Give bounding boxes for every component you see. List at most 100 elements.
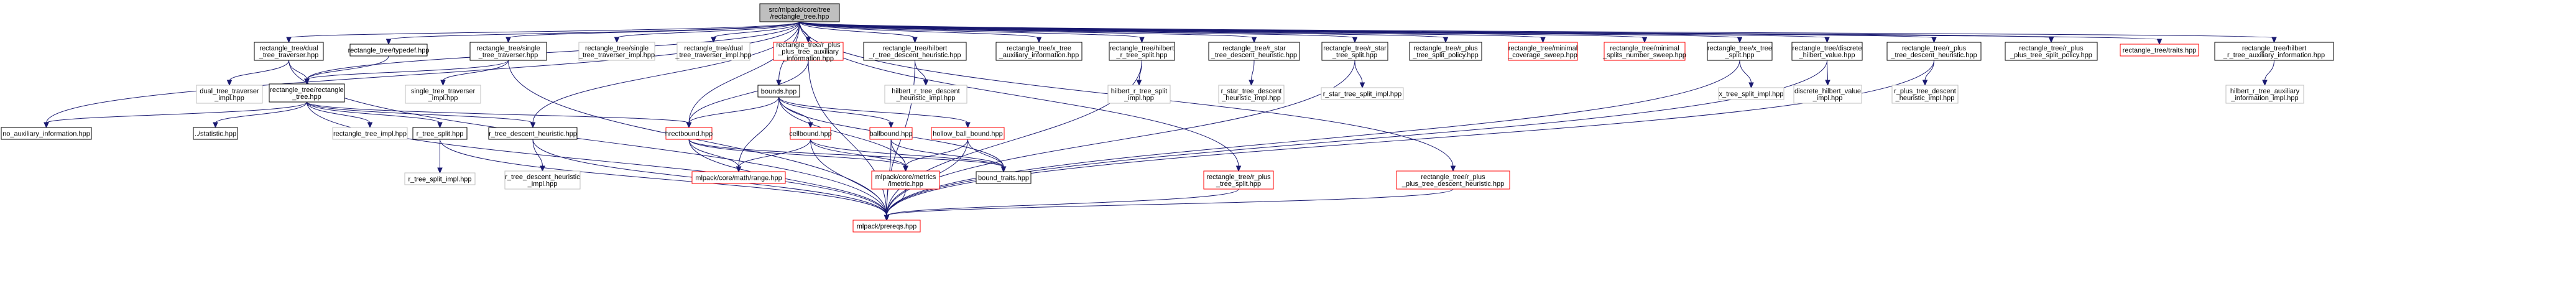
node-box [1791, 42, 1863, 61]
edge-dhv-to-dhvi [1827, 60, 1828, 81]
node-rptsp[interactable]: rectangle_tree/r_plus_tree_split_policy.… [1409, 42, 1482, 61]
node-hrect[interactable]: hrectbound.hpp [665, 127, 713, 140]
node-stt[interactable]: rectangle_tree/single_tree_traverser.hpp [469, 42, 547, 61]
node-dtti_top[interactable]: rectangle_tree/dual_tree_traverser_impl.… [675, 42, 752, 61]
node-mcs[interactable]: rectangle_tree/minimal_coverage_sweep.hp… [1508, 42, 1578, 61]
edge-dtt-to-dtti [229, 60, 289, 81]
node-rstdh[interactable]: rectangle_tree/r_star_tree_descent_heuri… [1208, 42, 1300, 61]
node-prereqs[interactable]: mlpack/prereqs.hpp [852, 220, 921, 233]
node-box [1203, 170, 1274, 190]
node-box [676, 42, 750, 61]
edge-root-to-hrect [688, 21, 800, 124]
arrowhead-rstdh-to-rstdhi [1249, 80, 1254, 86]
edge-root-to-rptsp [799, 21, 1446, 39]
edge-bounds-to-ball [778, 96, 892, 124]
node-label: no_auxiliary_information.hpp [2, 131, 90, 138]
node-label: _heuristic_impl.hpp [896, 95, 956, 102]
node-label: _tree_traverser_impl.hpp [675, 52, 751, 59]
arrowhead-rt-to-stat [213, 122, 218, 129]
node-rstsi[interactable]: r_star_tree_split_impl.hpp [1321, 87, 1404, 100]
arrowhead-cell-to-range [736, 166, 742, 173]
node-label: _impl.hpp [1812, 95, 1843, 102]
node-box [405, 85, 481, 104]
node-label: _heuristic_impl.hpp [1895, 95, 1955, 102]
arrowhead-rtdh-to-rtdhi [540, 165, 545, 172]
node-label: _plus_tree_split_policy.hpp [2010, 52, 2092, 59]
node-dhvi[interactable]: discrete_hilbert_value_impl.hpp [1793, 85, 1862, 104]
node-hrtaii[interactable]: hilbert_r_tree_auxiliary_information_imp… [2225, 85, 2304, 104]
node-label: dual_tree_traverser [200, 88, 259, 95]
node-label: mlpack/core/math/range.hpp [695, 175, 782, 182]
node-msns[interactable]: rectangle_tree/minimal_splits_number_swe… [1602, 42, 1686, 61]
edge-hollow-to-lmetric [905, 139, 968, 167]
node-xts[interactable]: rectangle_tree/x_tree_split.hpp [1707, 42, 1773, 61]
edge-root-to-dtt [289, 21, 800, 39]
node-xtsi[interactable]: x_tree_split_impl.hpp [1718, 87, 1784, 100]
node-stti[interactable]: single_tree_traverser_impl.hpp [405, 85, 481, 104]
edge-bounds-to-hollow [778, 96, 968, 124]
edge-typedef-to-rt [307, 55, 389, 80]
arrowhead-bounds-to-cell [808, 122, 813, 129]
node-rti[interactable]: rectangle_tree_impl.hpp [332, 127, 408, 140]
node-label: _plus_tree_auxiliary [777, 49, 839, 56]
node-label: /rectangle_tree.hpp [770, 13, 829, 21]
node-label: r_tree_descent_heuristic.hpp [489, 131, 577, 138]
node-rtdhi[interactable]: r_tree_descent_heuristic_impl.hpp [504, 170, 581, 190]
node-stti_top[interactable]: rectangle_tree/single_tree_traverser_imp… [578, 42, 655, 61]
node-rptdhi[interactable]: r_plus_tree_descent_heuristic_impl.hpp [1891, 85, 1959, 104]
node-box [1707, 42, 1773, 61]
node-bounds[interactable]: bounds.hpp [757, 85, 800, 98]
node-hrts[interactable]: rectangle_tree/hilbert_r_tree_split.hpp [1109, 42, 1175, 61]
node-label: rectangle_tree/typedef.hpp [348, 47, 430, 55]
node-nai[interactable]: no_auxiliary_information.hpp [1, 127, 92, 140]
node-box [1409, 42, 1482, 61]
node-rsts[interactable]: rectangle_tree/r_star_tree_split.hpp [1321, 42, 1388, 61]
node-label: r_plus_tree_descent [1894, 88, 1956, 95]
node-rtdh[interactable]: r_tree_descent_heuristic.hpp [488, 127, 578, 140]
node-label: r_tree_split.hpp [417, 131, 464, 138]
node-btraits[interactable]: bound_traits.hpp [976, 171, 1032, 184]
node-cell[interactable]: cellbound.hpp [789, 127, 832, 140]
node-rstdhi[interactable]: r_star_tree_descent_heuristic_impl.hpp [1218, 85, 1285, 104]
arrowhead-root-to-msns [1641, 37, 1648, 44]
node-label: rectangle_tree/r_plus [2019, 45, 2084, 52]
edge-hrect-to-lmetric [688, 139, 906, 167]
node-label: _tree_traverser.hpp [259, 52, 318, 59]
node-typedef[interactable]: rectangle_tree/typedef.hpp [348, 44, 430, 57]
node-hrtai[interactable]: rectangle_tree/hilbert_r_tree_auxiliary_… [2214, 42, 2334, 61]
node-lmetric[interactable]: mlpack/core/metrics/lmetric.hpp [871, 170, 940, 190]
node-ball[interactable]: ballbound.hpp [869, 127, 913, 140]
node-hrtsi[interactable]: hilbert_r_tree_split_impl.hpp [1107, 85, 1171, 104]
node-rts[interactable]: r_tree_split.hpp [412, 127, 468, 140]
node-rtsi[interactable]: r_tree_split_impl.hpp [404, 172, 476, 185]
node-rpptsp[interactable]: rectangle_tree/r_plus_plus_tree_split_po… [2005, 42, 2098, 61]
node-rppai[interactable]: rectangle_tree/r_plus_plus_tree_auxiliar… [773, 42, 844, 63]
node-dhv[interactable]: rectangle_tree/discrete_hilbert_value.hp… [1791, 42, 1863, 61]
edge-cell-to-range [738, 139, 811, 168]
node-hrtdh[interactable]: rectangle_tree/hilbert_r_tree_descent_he… [863, 42, 967, 61]
node-rptdh[interactable]: rectangle_tree/r_plus_tree_descent_heuri… [1886, 42, 1982, 61]
node-hollow[interactable]: hollow_ball_bound.hpp [931, 127, 1005, 140]
node-rpts[interactable]: rectangle_tree/r_plus_tree_split.hpp [1203, 170, 1274, 190]
node-traits[interactable]: rectangle_tree/traits.hpp [2120, 44, 2199, 57]
arrowhead-root-to-traits [2156, 39, 2163, 45]
node-box [2214, 42, 2334, 61]
arrowhead-bounds-to-hrect [686, 122, 692, 129]
node-box [884, 85, 967, 104]
edge-rptdh-to-prereqs [886, 60, 1934, 216]
node-dtti[interactable]: dual_tree_traverser_impl.hpp [196, 85, 263, 104]
node-xtai[interactable]: rectangle_tree/x_tree_auxiliary_informat… [995, 42, 1083, 61]
node-stat[interactable]: ../statistic.hpp [193, 127, 238, 140]
node-box [412, 127, 468, 140]
node-range[interactable]: mlpack/core/math/range.hpp [691, 171, 786, 184]
node-label: rectangle_tree/x_tree [1707, 45, 1772, 52]
arrowhead-root-to-rpts [1235, 165, 1242, 172]
node-box [193, 127, 238, 140]
arrowhead-root-to-rstdh [1251, 37, 1257, 44]
node-rt[interactable]: rectangle_tree/rectangle_tree.hpp [269, 83, 345, 103]
node-dtt[interactable]: rectangle_tree/dual_tree_traverser.hpp [254, 42, 324, 61]
node-hrtdhi[interactable]: hilbert_r_tree_descent_heuristic_impl.hp… [884, 85, 967, 104]
node-rpptdh[interactable]: rectangle_tree/r_plus_plus_tree_descent_… [1396, 170, 1510, 190]
node-box [691, 171, 786, 184]
